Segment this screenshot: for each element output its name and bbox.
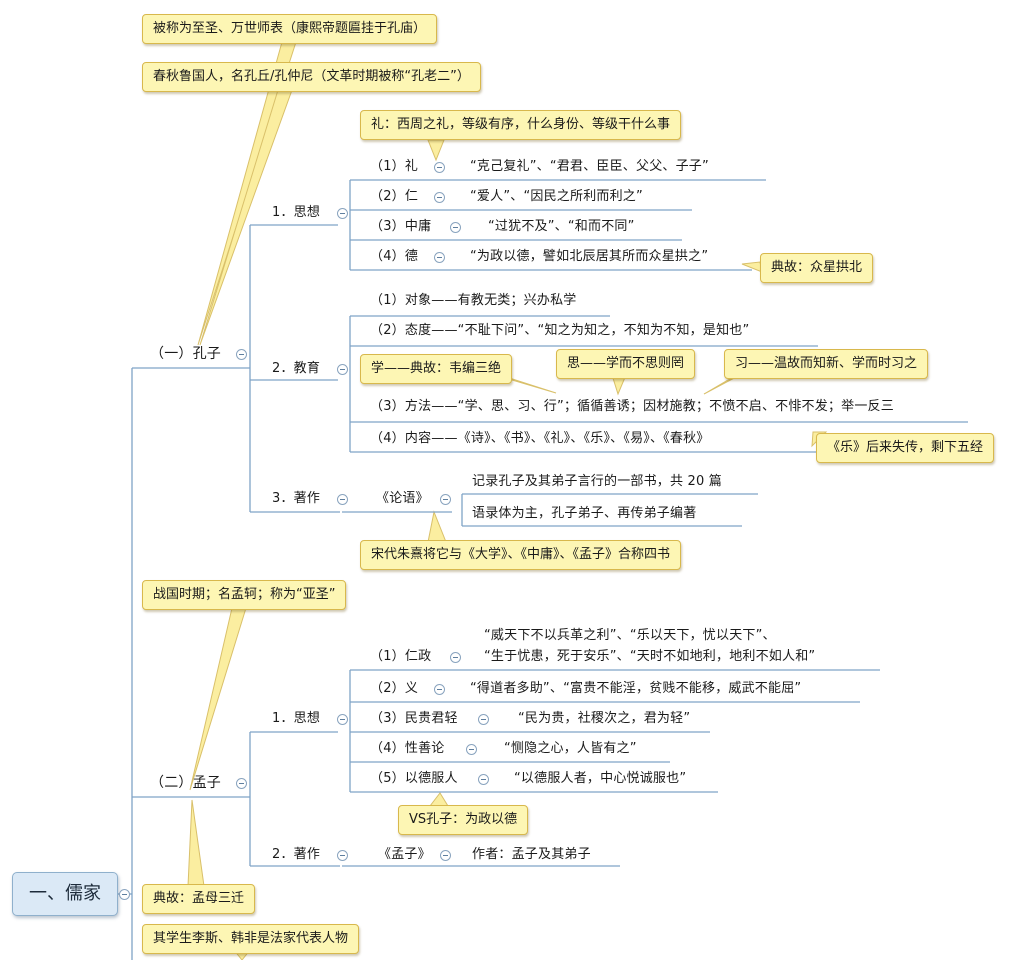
note-vs-kongzi: VS孔子：为政以德	[398, 805, 529, 835]
collapse-icon[interactable]	[434, 192, 445, 203]
note-xunzi: 其学生李斯、韩非是法家代表人物	[142, 924, 360, 954]
node-jiaoyu-taidu[interactable]: （2）态度——“不耻下问”、“知之为知之，不知为不知，是知也”	[370, 323, 750, 338]
quote-renzheng-2: “生于忧患，死于安乐”、“天时不如地利，地利不如人和”	[484, 649, 816, 664]
node-kongzi-sixiang[interactable]: 1．思想	[272, 205, 321, 220]
node-kongzi[interactable]: （一）孔子	[150, 346, 221, 362]
collapse-icon[interactable]	[236, 778, 247, 789]
note-si: 思——学而不思则罔	[556, 349, 696, 379]
node-renzheng[interactable]: （1）仁政	[370, 649, 432, 664]
node-jiaoyu-neirong[interactable]: （4）内容——《诗》、《书》、《礼》、《乐》、《易》、《春秋》	[370, 431, 710, 446]
note-de: 典故：众星拱北	[760, 253, 874, 283]
note-li: 礼：西周之礼，等级有序，什么身份、等级干什么事	[360, 110, 682, 140]
node-minguijunqing[interactable]: （3）民贵君轻	[370, 711, 458, 726]
collapse-icon[interactable]	[478, 774, 489, 785]
collapse-icon[interactable]	[337, 714, 348, 725]
node-de[interactable]: （4）德	[370, 249, 419, 264]
collapse-icon[interactable]	[337, 364, 348, 375]
collapse-icon[interactable]	[478, 714, 489, 725]
quote-zhongyong: “过犹不及”、“和而不同”	[488, 219, 635, 234]
collapse-icon[interactable]	[337, 850, 348, 861]
quote-li: “克己复礼”、“君君、臣臣、父父、子子”	[470, 159, 709, 174]
collapse-icon[interactable]	[450, 222, 461, 233]
quote-renzheng-1: “威天下不以兵革之利”、“乐以天下，忧以天下”、	[484, 628, 776, 643]
node-li[interactable]: （1）礼	[370, 159, 419, 174]
node-mengzi[interactable]: （二）孟子	[150, 775, 221, 791]
node-zhongyong[interactable]: （3）中庸	[370, 219, 432, 234]
lunyu-desc-1: 记录孔子及其弟子言行的一部书，共 20 篇	[472, 474, 723, 489]
node-mengzi-zhuzuo[interactable]: 2．著作	[272, 847, 321, 862]
root-label: 一、儒家	[29, 883, 101, 904]
collapse-icon[interactable]	[434, 252, 445, 263]
note-mengzi-title: 战国时期；名孟轲；称为“亚圣”	[142, 580, 347, 610]
note-kongzi-title: 被称为至圣、万世师表（康熙帝题匾挂于孔庙）	[142, 14, 438, 44]
quote-minguijunqing: “民为贵，社稷次之，君为轻”	[518, 711, 691, 726]
node-jiaoyu-duixiang[interactable]: （1）对象——有教无类；兴办私学	[370, 293, 577, 308]
collapse-icon[interactable]	[337, 208, 348, 219]
collapse-icon[interactable]	[119, 889, 130, 900]
node-ren[interactable]: （2）仁	[370, 189, 419, 204]
quote-xingshanlun: “恻隐之心，人皆有之”	[504, 741, 637, 756]
node-mengzi-sixiang[interactable]: 1．思想	[272, 711, 321, 726]
collapse-icon[interactable]	[236, 349, 247, 360]
note-xue: 学——典故：韦编三绝	[360, 354, 513, 384]
collapse-icon[interactable]	[440, 494, 451, 505]
quote-yi: “得道者多助”、“富贵不能淫，贫贱不能移，威武不能屈”	[470, 681, 802, 696]
node-kongzi-zhuzuo[interactable]: 3．著作	[272, 491, 321, 506]
node-yidefuren[interactable]: （5）以德服人	[370, 771, 458, 786]
lunyu-desc-2: 语录体为主，孔子弟子、再传弟子编著	[472, 506, 697, 521]
quote-yidefuren: “以德服人者，中心悦诚服也”	[514, 771, 687, 786]
root-node[interactable]: 一、儒家	[12, 872, 118, 916]
note-kongzi-origin: 春秋鲁国人，名孔丘/孔仲尼（文革时期被称“孔老二”）	[142, 62, 481, 92]
note-yue: 《乐》后来失传，剩下五经	[816, 433, 995, 463]
node-mengzi-book[interactable]: 《孟子》	[378, 847, 431, 862]
quote-ren: “爱人”、“因民之所利而利之”	[470, 189, 643, 204]
note-sishu: 宋代朱熹将它与《大学》、《中庸》、《孟子》合称四书	[360, 540, 682, 570]
node-xingshanlun[interactable]: （4）性善论	[370, 741, 445, 756]
collapse-icon[interactable]	[434, 684, 445, 695]
quote-de: “为政以德，譬如北辰居其所而众星拱之”	[470, 249, 709, 264]
node-jiaoyu-fangfa[interactable]: （3）方法——“学、思、习、行”；循循善诱；因材施教；不愤不启、不悱不发；举一反…	[370, 399, 894, 414]
mengzi-author: 作者：孟子及其弟子	[472, 847, 591, 862]
collapse-icon[interactable]	[450, 652, 461, 663]
collapse-icon[interactable]	[440, 850, 451, 861]
node-yi[interactable]: （2）义	[370, 681, 419, 696]
note-xi: 习——温故而知新、学而时习之	[724, 349, 929, 379]
note-mengmu: 典故：孟母三迁	[142, 884, 256, 914]
collapse-icon[interactable]	[337, 494, 348, 505]
collapse-icon[interactable]	[434, 162, 445, 173]
collapse-icon[interactable]	[466, 744, 477, 755]
node-kongzi-jiaoyu[interactable]: 2．教育	[272, 361, 321, 376]
node-lunyu[interactable]: 《论语》	[376, 491, 429, 506]
